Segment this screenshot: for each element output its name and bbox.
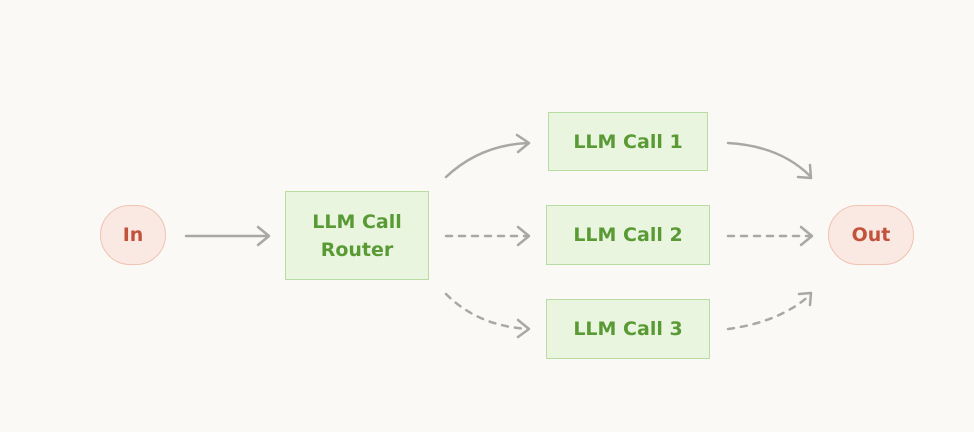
llm-call-2-label: LLM Call 2 [573, 224, 683, 246]
edge-call-1-to-out [726, 141, 813, 180]
input-node: In [100, 205, 166, 265]
edge-router-to-call-3 [444, 292, 531, 339]
edge-call-3-to-out [726, 291, 813, 331]
router-label: LLM Call Router [312, 210, 402, 261]
edge-router-to-call-1 [444, 133, 531, 179]
router-node: LLM Call Router [285, 191, 429, 280]
edge-router-to-call-2 [444, 225, 531, 247]
input-label: In [122, 224, 144, 246]
edge-in-to-router [184, 225, 271, 247]
llm-call-3-label: LLM Call 3 [573, 318, 683, 340]
llm-call-1-node: LLM Call 1 [548, 112, 708, 171]
llm-call-1-label: LLM Call 1 [573, 130, 683, 153]
llm-call-3-node: LLM Call 3 [546, 299, 710, 359]
output-node: Out [828, 205, 914, 265]
llm-call-2-node: LLM Call 2 [546, 205, 710, 265]
edge-call-2-to-out [726, 225, 814, 247]
output-label: Out [851, 224, 891, 246]
